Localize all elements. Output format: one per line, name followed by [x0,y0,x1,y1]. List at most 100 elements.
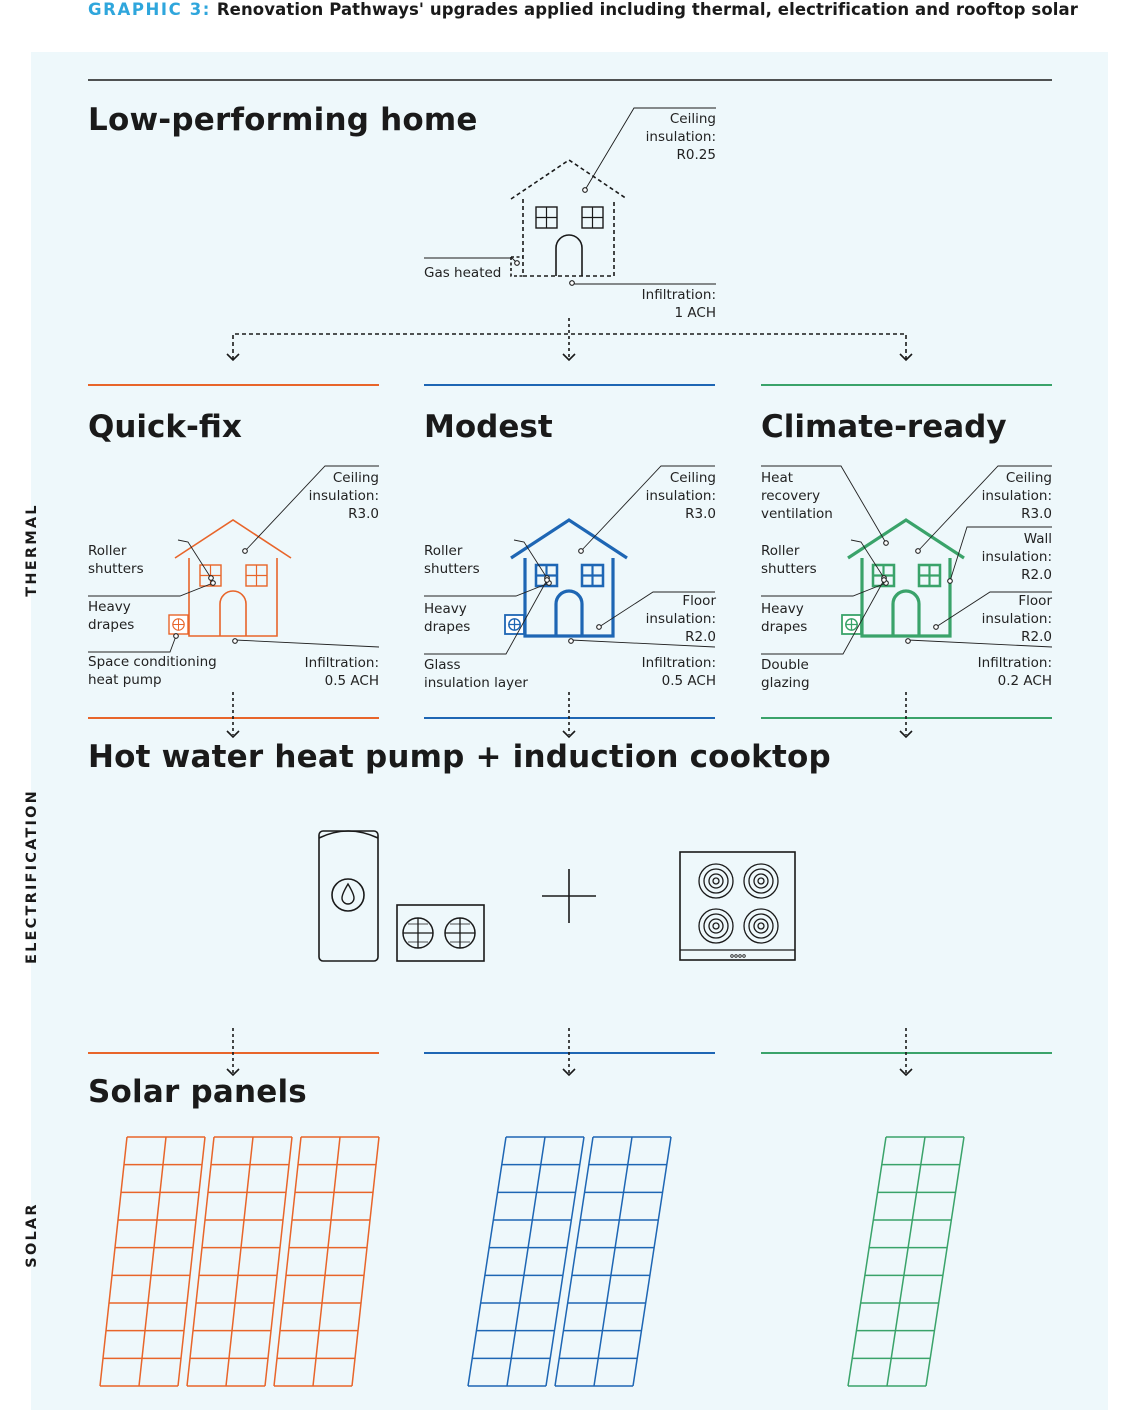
modest-roller-label: Roller shutters [424,543,480,577]
graphic-number: GRAPHIC 3: [88,0,211,19]
burner-3 [748,913,774,939]
burner-1 [757,877,765,885]
side-label-solar: SOLAR [24,1202,40,1268]
burner-3 [743,908,779,944]
heat-pump-unit [396,904,485,962]
tier-2-shutter [872,564,895,587]
solar-panel-2-0 [847,1136,965,1387]
solar-panel-0-1-col [186,1136,215,1387]
solar-panel-1-0 [467,1136,585,1387]
base-ceiling-label: Ceiling insulation: R0.25 [645,111,716,163]
solar-panel-2-0-col [925,1136,965,1387]
arrow-head [899,1068,913,1077]
base-home-title: Low-performing home [88,102,478,138]
tier-2-ceiling-leader [917,465,1052,552]
side-label-electrification: ELECTRIFICATION [24,789,40,964]
burner-2 [703,913,729,939]
quick-fix-heatpump-label: Space conditioning heat pump [88,654,217,688]
solar-panel-1-0-col [467,1136,507,1387]
tier-2-wall-leader [949,526,1052,582]
burner-2 [698,908,734,944]
solar-panel-2-0-col [886,1136,926,1387]
arrow-head-2 [562,353,576,362]
climate-roller-label: Roller shutters [761,543,817,577]
induction-cooktop [679,851,796,961]
side-label-thermal: THERMAL [24,503,40,597]
tier-title-modest: Modest [424,409,553,445]
base-ceiling-leader-dot [582,187,588,193]
tier-2-glass-leader [761,579,885,655]
burner-0 [708,873,724,889]
tier-0-drapes-leader-dot [210,580,216,586]
tier-1-roof [510,518,628,560]
quick-fix-infiltration-label: Infiltration: 0.5 ACH [304,655,379,689]
base-gas-leader-dot [514,260,520,266]
tier-0-door [219,590,247,636]
climate-floor-label: Floor insulation: R2.0 [981,593,1052,645]
base-gas-label: Gas heated [424,265,502,281]
solar-panel-0-0-col [99,1136,128,1387]
base-roof [510,159,628,200]
tier-0-ceiling-leader [244,465,379,552]
climate-ceiling-label: Ceiling insulation: R3.0 [981,470,1052,522]
modest-ceiling-label: Ceiling insulation: R3.0 [645,470,716,522]
modest-glass-label: Glass insulation layer [424,657,528,691]
tier-1-shutter [535,564,558,587]
climate-infiltration-label: Infiltration: 0.2 ACH [977,655,1052,689]
tier-2-hrv-leader [761,465,887,544]
solar-panel-0-0-col [177,1136,206,1387]
burner-0 [703,868,729,894]
arrow-head [226,1068,240,1077]
solar-panel-1-0-col [506,1136,546,1387]
solar-panel-0-1-col [264,1136,293,1387]
tier-title-quick-fix: Quick-fix [88,409,242,445]
water-drop-ring [331,878,365,912]
base-walls [522,199,615,277]
tier-0-ceiling-leader-dot [242,548,248,554]
solar-panel-1-1-col [632,1136,672,1387]
burner-3 [757,922,765,930]
tier-0-walls [188,558,278,637]
tier-1-roller-leader [513,539,548,579]
solar-panel-0-2-col [351,1136,380,1387]
tier-2-floor-leader-dot [933,624,939,630]
cooktop-knob [742,954,746,958]
quick-fix-drapes-label: Heavy drapes [88,599,135,633]
tier-1-ceiling-leader-dot [578,548,584,554]
tier-0-roller-leader-dot [208,575,214,581]
solar-panel-0-1-col [225,1136,254,1387]
graphic-header: GRAPHIC 3: Renovation Pathways' upgrades… [88,0,1078,24]
solar-panel-0-2-col [273,1136,302,1387]
arrow-head [562,1068,576,1077]
burner-1 [743,863,779,899]
base-door [555,234,583,276]
cooktop-knob [738,954,742,958]
solar-panel-0-2 [273,1136,380,1387]
tier-2-roof [847,518,965,560]
water-drop-icon [341,882,355,905]
cooktop-knob [734,954,738,958]
arrow-head [899,730,913,739]
tier-0-roof [174,519,292,559]
tier-1-glass-leader-dot [544,577,550,583]
modest-drapes-label: Heavy drapes [424,601,471,635]
arrow-head-3 [899,353,913,362]
burner-1 [748,868,774,894]
electrification-title: Hot water heat pump + induction cooktop [88,739,831,775]
base-infiltration-label: Infiltration: 1 ACH [641,287,716,321]
tier-1-door [554,589,584,636]
tier-0-roller-leader [177,539,212,579]
tier-0-heatpump-leader-dot [173,633,179,639]
solar-panel-1-1 [554,1136,672,1387]
quick-fix-roller-label: Roller shutters [88,543,144,577]
tier-0-infiltration-leader-dot [232,638,238,644]
solar-panel-1-1-col [593,1136,633,1387]
burner-2 [712,922,720,930]
burner-2 [708,918,724,934]
tier-2-floor-leader [935,591,1052,628]
tier-1-drapes-leader [424,582,550,597]
tier-2-roller-leader [850,539,885,579]
solar-panel-1-0-col [545,1136,585,1387]
tier-2-infiltration-leader-dot [905,638,911,644]
tier-0-drapes-leader [88,582,214,597]
